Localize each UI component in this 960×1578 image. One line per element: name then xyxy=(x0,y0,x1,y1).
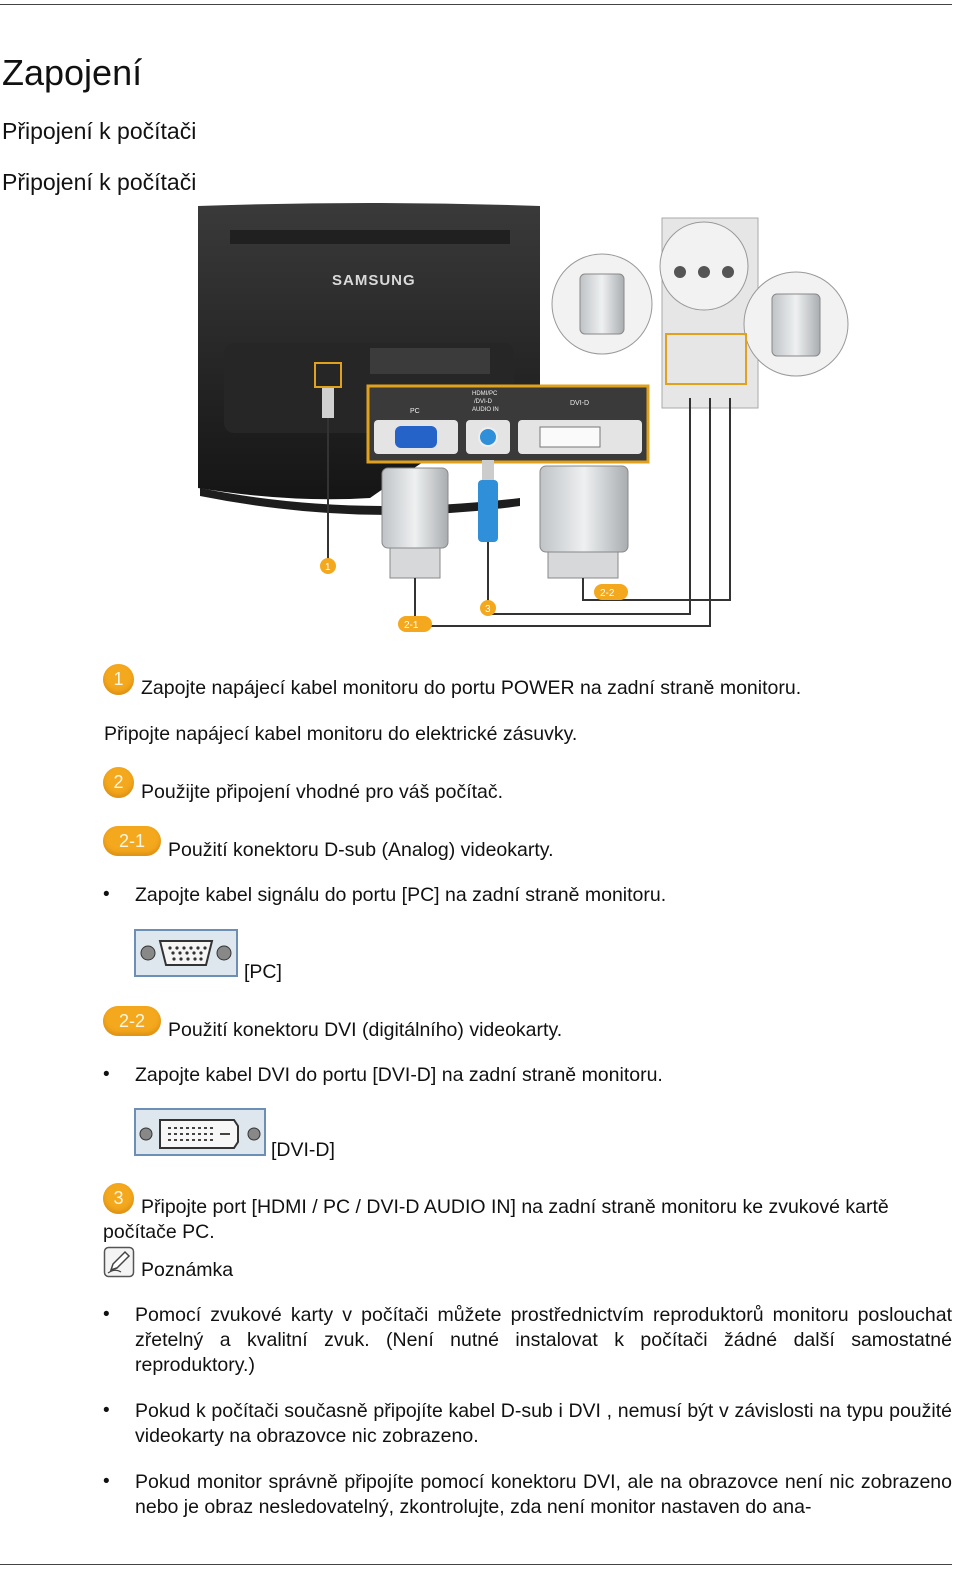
bottom-rule xyxy=(0,1564,952,1565)
step-2-2-bullet-marker: • xyxy=(103,1064,110,1085)
step-2-text: Použijte připojení vhodné pro váš počíta… xyxy=(141,781,504,803)
step-2-2-badge: 2-2 xyxy=(103,1006,161,1036)
subsection-heading: Připojení k počítači xyxy=(2,169,197,195)
dsub-port-icon xyxy=(134,929,238,977)
dvi-port-icon xyxy=(134,1108,266,1156)
step-3-badge: 3 xyxy=(103,1183,134,1214)
step-2-badge: 2 xyxy=(103,767,134,798)
note-bullet-marker: • xyxy=(103,1400,110,1421)
step-2-1-bullet-text: Zapojte kabel signálu do portu [PC] na z… xyxy=(135,884,667,906)
port-label-dvi: DVI-D xyxy=(570,400,589,407)
note-item-2: Pokud k počítači současně připojíte kabe… xyxy=(135,1400,952,1447)
step-1-text: Zapojte napájecí kabel monitoru do portu… xyxy=(141,677,802,699)
note-item-1: Pomocí zvukové karty v počítači můžete p… xyxy=(135,1304,952,1376)
callout-1: 1 xyxy=(325,562,331,573)
section-heading: Připojení k počítači xyxy=(2,118,197,144)
dvi-port-label: [DVI-D] xyxy=(271,1139,335,1161)
page-title: Zapojení xyxy=(2,52,143,93)
port-label-pc: PC xyxy=(410,408,420,415)
callout-2-1: 2-1 xyxy=(404,620,419,631)
note-bullet-marker: • xyxy=(103,1304,110,1325)
callout-3: 3 xyxy=(485,604,491,615)
step-2-1-badge: 2-1 xyxy=(103,826,161,856)
port-label-hdmi-3: AUDIO IN xyxy=(472,407,499,413)
step-2-1-bullet-marker: • xyxy=(103,884,110,905)
port-label-hdmi-1: HDMI/PC xyxy=(472,391,498,397)
top-rule xyxy=(0,4,952,5)
note-icon xyxy=(103,1246,135,1278)
monitor-brand-logo: SAMSUNG xyxy=(332,272,416,289)
step-3-text-line2: počítače PC. xyxy=(103,1221,215,1243)
step-1-badge: 1 xyxy=(103,664,134,695)
step-2-2-text: Použití konektoru DVI (digitálního) vide… xyxy=(168,1019,563,1041)
connection-diagram: SAMSUNG PC HDMI/PC /DVI-D AUDIO IN DVI-D… xyxy=(198,203,849,632)
dvi-plug xyxy=(539,465,629,579)
audio-plug xyxy=(478,460,498,542)
pc-port-label: [PC] xyxy=(244,961,282,983)
port-label-hdmi-2: /DVI-D xyxy=(474,399,493,405)
note-title: Poznámka xyxy=(141,1259,234,1281)
note-bullet-marker: • xyxy=(103,1471,110,1492)
step-2-1-text: Použití konektoru D-sub (Analog) videoka… xyxy=(168,839,554,861)
dsub-plug xyxy=(381,467,449,579)
step-1-subtext: Připojte napájecí kabel monitoru do elek… xyxy=(104,723,578,745)
callout-2-2: 2-2 xyxy=(600,588,615,599)
step-3-text-line1: Připojte port [HDMI / PC / DVI-D AUDIO I… xyxy=(141,1196,889,1218)
step-2-2-bullet-text: Zapojte kabel DVI do portu [DVI-D] na za… xyxy=(135,1064,663,1086)
note-item-3: Pokud monitor správně připojíte pomocí k… xyxy=(135,1471,952,1518)
